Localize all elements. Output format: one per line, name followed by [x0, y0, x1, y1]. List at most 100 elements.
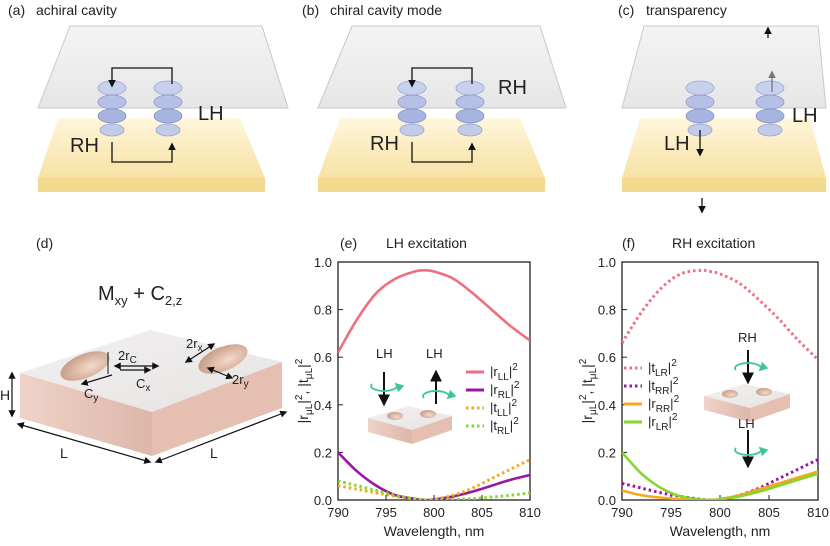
y-tick-label: 0.6	[314, 350, 332, 365]
y-tick-label: 0.6	[598, 350, 616, 365]
panel-f: (f) RH excitation 0.0 0.2 0.4 0.6 0.8 1.0 790 7…	[578, 235, 829, 539]
inset-f: RH LH	[704, 330, 790, 469]
legend-label: |tRL|2	[490, 416, 519, 437]
cy-label: Cy	[84, 386, 98, 404]
legend-label: |rLL|2	[490, 362, 518, 383]
legend-label: |rLR|2	[648, 412, 678, 433]
panel-b-rh2-label: RH	[498, 77, 527, 99]
panel-a-rh-label: RH	[70, 135, 99, 157]
hole-left	[60, 351, 110, 381]
y-tick-label: 1.0	[598, 255, 616, 270]
x-tick-label: 810	[807, 505, 829, 520]
spin-icon	[734, 361, 769, 372]
length-arrow-2	[154, 410, 288, 464]
ry-arrow	[206, 366, 234, 380]
panel-c-lh-label: LH	[664, 133, 690, 155]
ry-label: 2ry	[232, 372, 249, 390]
cy-arrow	[80, 374, 113, 386]
legend-label: |tLR|2	[648, 358, 677, 379]
hole-right	[198, 344, 248, 374]
panel-c-title: transparency	[646, 2, 727, 18]
spin-icon	[422, 389, 457, 400]
chart-f: 0.0 0.2 0.4 0.6 0.8 1.0 790 795 800 805 810Wavelen…	[578, 255, 829, 539]
bottom-plate-edge	[318, 178, 545, 192]
panel-a-title: achiral cavity	[36, 2, 117, 18]
length-label-1: L	[60, 445, 68, 461]
bottom-plate-edge	[38, 178, 265, 192]
x-tick-label: 805	[758, 505, 780, 520]
panel-c-label: (c)	[618, 2, 634, 18]
spin-icon	[734, 446, 769, 457]
x-tick-label: 795	[375, 505, 397, 520]
bottom-plate	[38, 118, 265, 178]
inset-e-right-label: LH	[426, 346, 443, 361]
panel-f-title: RH excitation	[672, 235, 755, 251]
y-tick-label: 0.4	[314, 398, 332, 413]
length-arrow-1	[16, 422, 152, 464]
y-axis-label: |rμL|2, |tμL|2	[578, 358, 599, 423]
x-tick-label: 790	[327, 505, 349, 520]
panel-e-label: (e)	[340, 235, 357, 251]
x-tick-label: 800	[423, 505, 445, 520]
bottom-plate	[622, 118, 826, 178]
y-tick-label: 1.0	[314, 255, 332, 270]
spin-icon	[370, 382, 405, 393]
panel-c: (c) transparency LH LH	[618, 2, 827, 214]
panel-d-label: (d)	[36, 235, 53, 251]
height-label: H	[0, 387, 10, 403]
legend-label: |rRR|2	[648, 394, 680, 415]
inset-e: LH LH	[368, 346, 457, 444]
rx-arrow	[184, 343, 216, 363]
bottom-plate	[318, 118, 545, 178]
top-path-arrow	[108, 67, 173, 88]
series-line	[338, 451, 530, 500]
y-tick-label: 0.0	[598, 493, 616, 508]
y-tick-label: 0.2	[598, 445, 616, 460]
x-tick-label: 790	[611, 505, 633, 520]
legend-label: |tRR|2	[648, 376, 679, 397]
series-line	[338, 269, 530, 354]
x-tick-label: 795	[660, 505, 682, 520]
series-line	[338, 458, 530, 500]
panel-a: (a) achiral cavity RH LH	[8, 2, 289, 192]
x-tick-label: 800	[709, 505, 731, 520]
cx-label: Cx	[136, 376, 150, 394]
bottom-path-arrow	[411, 142, 476, 163]
legend-label: |tLL|2	[490, 398, 518, 419]
rc-label: 2rC	[118, 348, 137, 366]
y-tick-label: 0.4	[598, 398, 616, 413]
x-axis-label: Wavelength, nm	[670, 523, 771, 539]
x-axis-label: Wavelength, nm	[384, 523, 485, 539]
panel-d: (d) Mxy + C2,z 2rC 2rx 2ry Cx Cy H L L	[0, 235, 288, 464]
inset-e-left-label: LH	[376, 346, 393, 361]
series-line	[622, 458, 818, 500]
bottom-path-arrow	[111, 142, 176, 163]
panel-b-title: chiral cavity mode	[330, 2, 442, 18]
bottom-plate-edge	[622, 178, 826, 192]
y-axis-label: |rμL|2, |tμL|2	[294, 358, 315, 423]
y-tick-label: 0.8	[314, 303, 332, 318]
inset-f-top-label: RH	[738, 330, 757, 345]
panel-a-lh-label: LH	[198, 103, 224, 125]
panel-a-label: (a)	[8, 2, 25, 18]
top-mirror	[621, 25, 827, 109]
x-tick-label: 805	[471, 505, 493, 520]
symmetry-label: Mxy + C2,z	[98, 283, 182, 308]
series-line	[622, 268, 818, 361]
panel-b-label: (b)	[302, 2, 319, 18]
panel-e-title: LH excitation	[386, 235, 467, 251]
inset-f-bottom-label: LH	[738, 416, 755, 431]
top-mirror	[317, 25, 567, 109]
series-line	[622, 451, 818, 500]
legend-label: |rRL|2	[490, 380, 520, 401]
rx-label: 2rx	[186, 336, 203, 354]
panel-b-rh-label: RH	[370, 133, 399, 155]
y-tick-label: 0.8	[598, 303, 616, 318]
y-tick-label: 0.0	[314, 493, 332, 508]
panel-c-lh2-label: LH	[792, 105, 818, 127]
length-label-2: L	[210, 445, 218, 461]
panel-f-label: (f)	[622, 235, 635, 251]
top-path-arrow	[408, 67, 473, 88]
